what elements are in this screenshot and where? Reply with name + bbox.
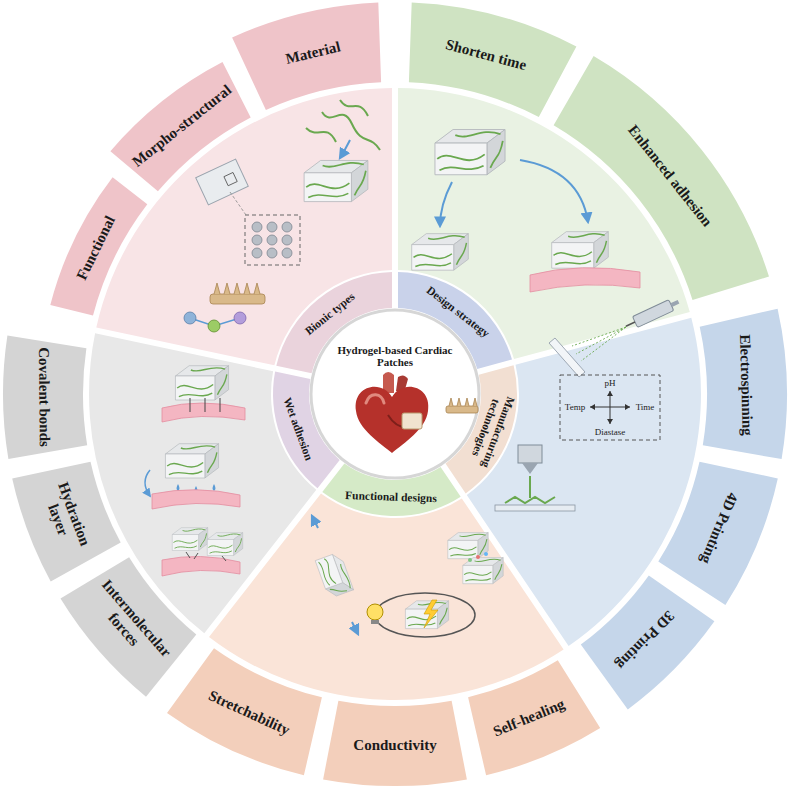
- node-label: 3D Printing: [603, 597, 688, 683]
- category-tab: 3D Printing: [603, 597, 688, 683]
- condition-label: Time: [636, 402, 655, 412]
- node-label: Functional designs: [337, 489, 446, 506]
- category-tab: Enhanced adhesion: [610, 104, 729, 247]
- functional-illustration: [312, 516, 503, 637]
- center-circle: Hydrogel-based Cardiac Patches: [336, 344, 454, 369]
- tab-shape: [468, 660, 600, 775]
- category-tab: Self-healing: [478, 691, 580, 746]
- node-label: Electrospinning: [736, 321, 756, 449]
- category-tab: Functional: [60, 187, 131, 308]
- ring-segment: Manufacturing technologies: [465, 386, 519, 474]
- node-label: Manufacturing technologies: [465, 386, 519, 474]
- category-tab: Electrospinning: [736, 321, 756, 449]
- node-label: Wet adhesion: [276, 381, 321, 477]
- ring-segment: Wet adhesion: [276, 381, 321, 477]
- tab-shape: [3, 336, 87, 460]
- category-tab: Conductivity: [334, 737, 456, 754]
- node-label: Hydrogel-based Cardiac Patches: [336, 344, 454, 369]
- tab-shape: [409, 2, 577, 117]
- category-tab: Shorten time: [413, 28, 558, 82]
- tab-shape: [658, 462, 778, 605]
- category-tab: Stretchability: [188, 679, 311, 747]
- category-tab: Hydration layer: [34, 468, 98, 566]
- ring-segment: Design strategy: [409, 273, 507, 352]
- node-label: Conductivity: [334, 737, 456, 754]
- node-label: 4D Printing: [689, 472, 749, 586]
- design-illustration: [412, 130, 640, 292]
- category-tab: Covalent bonds: [35, 345, 53, 449]
- node-label: Bionic types: [280, 272, 380, 356]
- tab-shape: [581, 575, 715, 709]
- node-label: Design strategy: [409, 273, 507, 352]
- node-label: Shorten time: [413, 28, 558, 82]
- node-label: Self-healing: [478, 691, 580, 746]
- category-tab: Material: [249, 30, 377, 76]
- category-tab: 4D Printing: [689, 472, 749, 586]
- tab-shape: [232, 2, 381, 110]
- manufacturing-illustration: [495, 296, 681, 511]
- condition-label: Temp: [565, 402, 585, 412]
- node-label: Intermolecular forces: [81, 572, 178, 677]
- patch-comb-icon: [446, 398, 478, 413]
- tab-shape: [12, 462, 121, 582]
- category-tab: Intermolecular forces: [81, 572, 178, 677]
- tab-shape: [50, 177, 147, 315]
- tab-shape: [167, 648, 322, 775]
- node-label: Enhanced adhesion: [610, 104, 729, 247]
- condition-label: pH: [605, 378, 616, 388]
- condition-label: Diastase: [595, 427, 626, 437]
- node-label: Functional: [60, 187, 131, 308]
- node-label: Hydration layer: [34, 468, 98, 566]
- tab-shape: [323, 701, 467, 786]
- center-disc: [311, 310, 479, 478]
- node-label: Stretchability: [188, 679, 311, 747]
- tab-shape: [700, 309, 787, 459]
- node-label: Material: [249, 30, 377, 76]
- node-label: Covalent bonds: [35, 345, 53, 449]
- heart-icon: [356, 372, 429, 453]
- category-tab: Morpho-structural: [128, 81, 236, 172]
- tab-shape: [61, 557, 197, 696]
- ring-segment: Bionic types: [280, 272, 380, 356]
- ring-segment: Functional designs: [337, 489, 446, 506]
- wet-adhesion-illustration: [145, 366, 245, 576]
- node-label: Morpho-structural: [128, 81, 236, 172]
